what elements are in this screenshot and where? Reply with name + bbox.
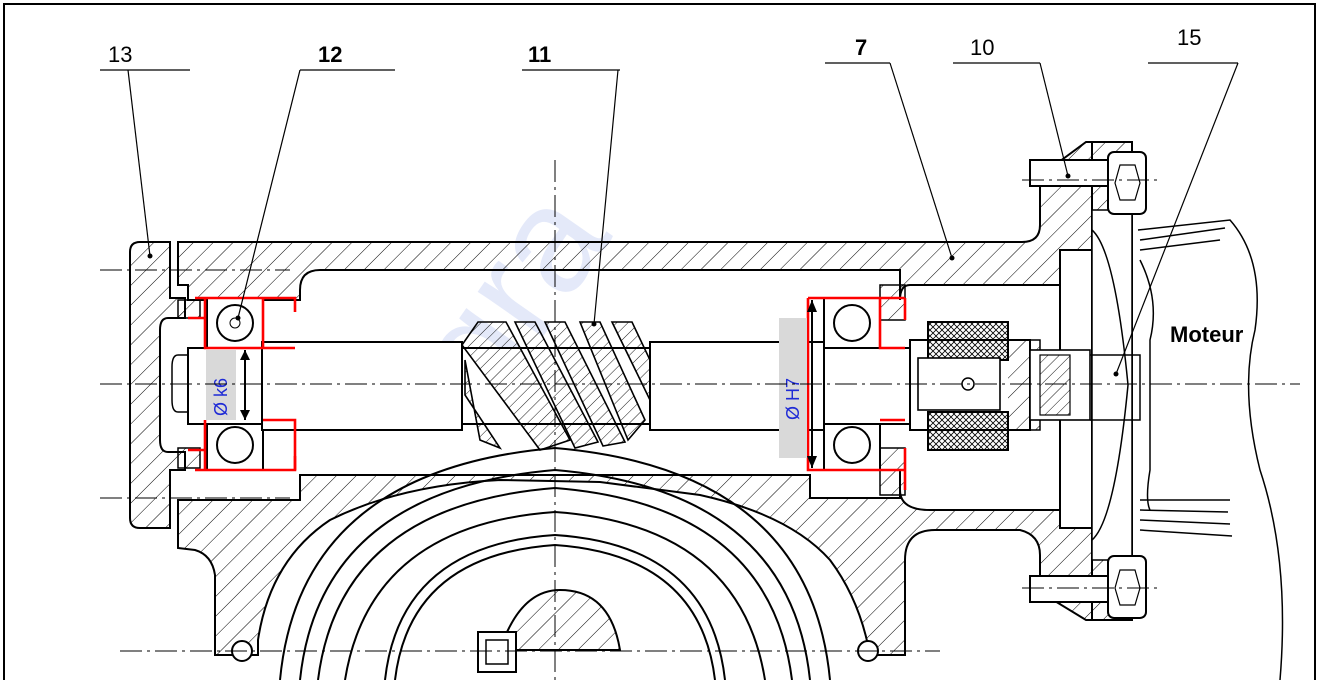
wheel-key [477,631,517,673]
coupling [909,321,1091,451]
center-lines [100,160,1300,680]
fit-shaft-dim [206,350,250,420]
motor-flange [1091,141,1133,621]
bearing-12-left-top [206,297,264,349]
callout-13: 13 [108,42,132,67]
contact-surfaces [188,296,907,490]
callout-12: 12 [318,42,342,67]
bearing-right-top [823,297,881,349]
callout-10: 10 [970,35,994,60]
motor [1090,219,1284,680]
motor-label: Moteur [1170,322,1244,347]
drawing-frame [3,3,1316,680]
callout-11: 11 [528,42,551,67]
fit-shaft-label: Ø k6 [211,378,231,416]
screw-10-bottom [1029,555,1147,619]
bearing-right-bottom [823,419,881,471]
wheel-hub [498,588,622,651]
screw-10-top [1029,151,1147,215]
fit-housing-label: Ø H7 [783,378,803,420]
fit-housing-dim [779,300,817,468]
callout-leaders [100,62,1239,375]
bearing-12-left-bottom [206,419,264,471]
callout-15: 15 [1177,25,1201,50]
callout-7: 7 [855,35,867,60]
